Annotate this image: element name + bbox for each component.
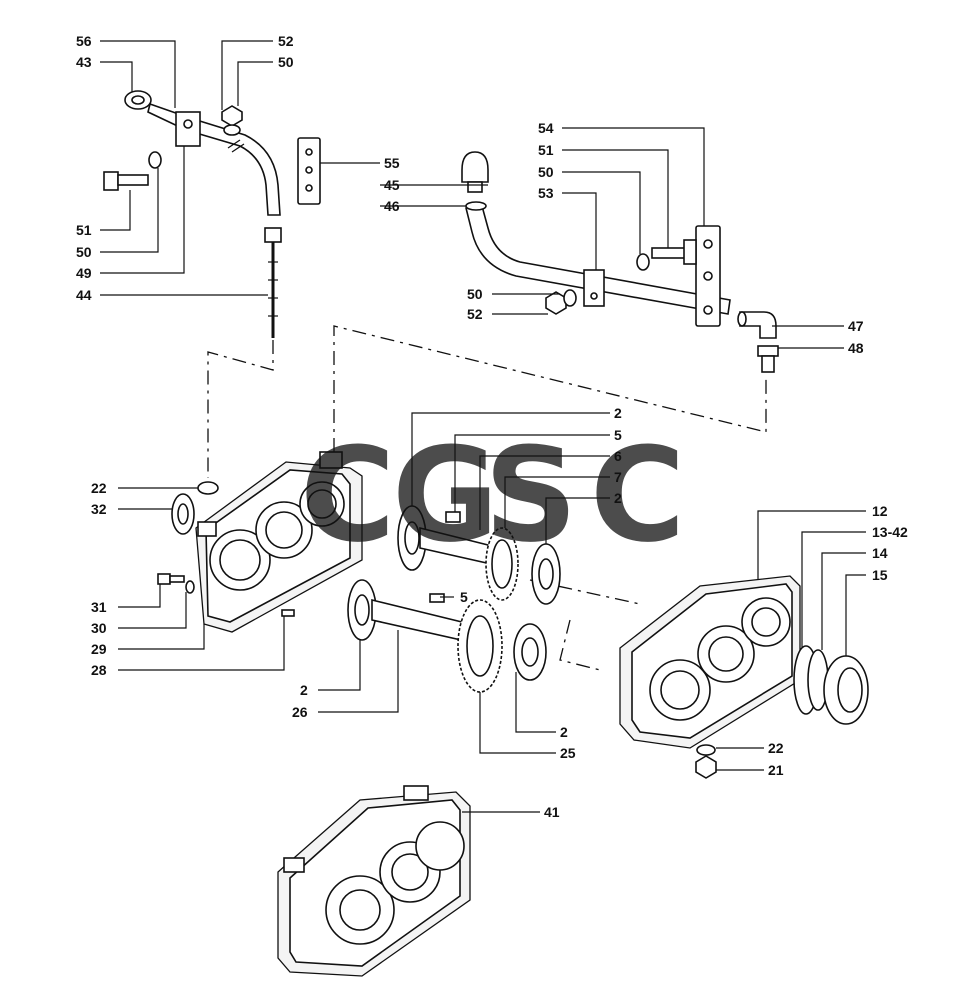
callout-2: 2 xyxy=(614,405,622,421)
bolt-51a-head xyxy=(103,171,119,191)
nipple-48 xyxy=(757,345,779,357)
breather-assembly xyxy=(461,151,779,373)
callout-55: 55 xyxy=(384,155,400,171)
nut-52a xyxy=(221,105,243,127)
callout-13-42: 13-42 xyxy=(872,524,908,540)
callout-22: 22 xyxy=(91,480,107,496)
bracket-plate-55 xyxy=(297,137,321,205)
callout-49: 49 xyxy=(76,265,92,281)
washer-22b xyxy=(696,744,716,756)
callout-29: 29 xyxy=(91,641,107,657)
lower-shaft-group xyxy=(347,579,547,693)
callout-46: 46 xyxy=(384,198,400,214)
right-housing xyxy=(619,575,869,779)
washer-50b xyxy=(148,151,162,169)
callout-56: 56 xyxy=(76,33,92,49)
callout-2: 2 xyxy=(560,724,568,740)
callout-43: 43 xyxy=(76,54,92,70)
callout-41: 41 xyxy=(544,804,560,820)
dipstick-nut xyxy=(264,227,282,243)
key-5b xyxy=(429,593,445,603)
tube-bracket xyxy=(175,111,201,147)
watermark: C G S C xyxy=(300,419,685,571)
callout-52: 52 xyxy=(467,306,483,322)
washer-30 xyxy=(185,580,195,594)
callout-54: 54 xyxy=(538,120,554,136)
callout-26: 26 xyxy=(292,704,308,720)
callout-44: 44 xyxy=(76,287,92,303)
callout-5: 5 xyxy=(460,589,468,605)
left-housing-cover xyxy=(157,451,363,633)
shaft-26 xyxy=(371,598,471,643)
pin-28 xyxy=(281,609,295,617)
washer-50a xyxy=(223,124,241,136)
assembled-gearbox-41 xyxy=(277,785,471,977)
callout-48: 48 xyxy=(848,340,864,356)
watermark-letter-1: C xyxy=(300,419,395,571)
callout-14: 14 xyxy=(872,545,888,561)
callout-53: 53 xyxy=(538,185,554,201)
leader-lines xyxy=(100,40,866,813)
callout-25: 25 xyxy=(560,745,576,761)
callout-labels: 56 43 52 50 51 50 49 44 55 45 46 54 51 5… xyxy=(76,33,908,820)
nut-21 xyxy=(695,755,717,779)
callout-50: 50 xyxy=(538,164,554,180)
callout-47: 47 xyxy=(848,318,864,334)
callout-31: 31 xyxy=(91,599,107,615)
callout-50: 50 xyxy=(467,286,483,302)
callout-2: 2 xyxy=(614,490,622,506)
washer-50c xyxy=(636,253,650,271)
nut-52b xyxy=(545,291,567,315)
washer-50d xyxy=(563,289,577,307)
callout-30: 30 xyxy=(91,620,107,636)
elbow-47 xyxy=(739,311,777,339)
washer-22a xyxy=(197,481,219,495)
dipstick-assembly xyxy=(103,90,282,338)
bolt-51b xyxy=(651,247,687,259)
callout-50: 50 xyxy=(76,244,92,260)
callout-6: 6 xyxy=(614,448,622,464)
callout-12: 12 xyxy=(872,503,888,519)
upper-shaft-group xyxy=(397,505,561,605)
assembly-lines xyxy=(207,325,767,671)
watermark-letter-2: G xyxy=(392,419,499,571)
callout-32: 32 xyxy=(91,501,107,517)
callout-22: 22 xyxy=(768,740,784,756)
callout-51: 51 xyxy=(76,222,92,238)
callout-52: 52 xyxy=(278,33,294,49)
callout-5: 5 xyxy=(614,427,622,443)
key-5a xyxy=(445,511,461,523)
watermark-letter-4: C xyxy=(590,419,685,571)
callout-15: 15 xyxy=(872,567,888,583)
callout-51: 51 xyxy=(538,142,554,158)
tube-clamp-53 xyxy=(583,269,605,307)
callout-28: 28 xyxy=(91,662,107,678)
watermark-letter-3: S xyxy=(484,419,578,571)
callout-21: 21 xyxy=(768,762,784,778)
dipstick-tube xyxy=(147,102,281,216)
bolt-51a-shank xyxy=(117,174,149,186)
callout-50: 50 xyxy=(278,54,294,70)
callout-2: 2 xyxy=(300,682,308,698)
callout-7: 7 xyxy=(614,469,622,485)
breather-cap-45 xyxy=(461,151,489,183)
callout-45: 45 xyxy=(384,177,400,193)
